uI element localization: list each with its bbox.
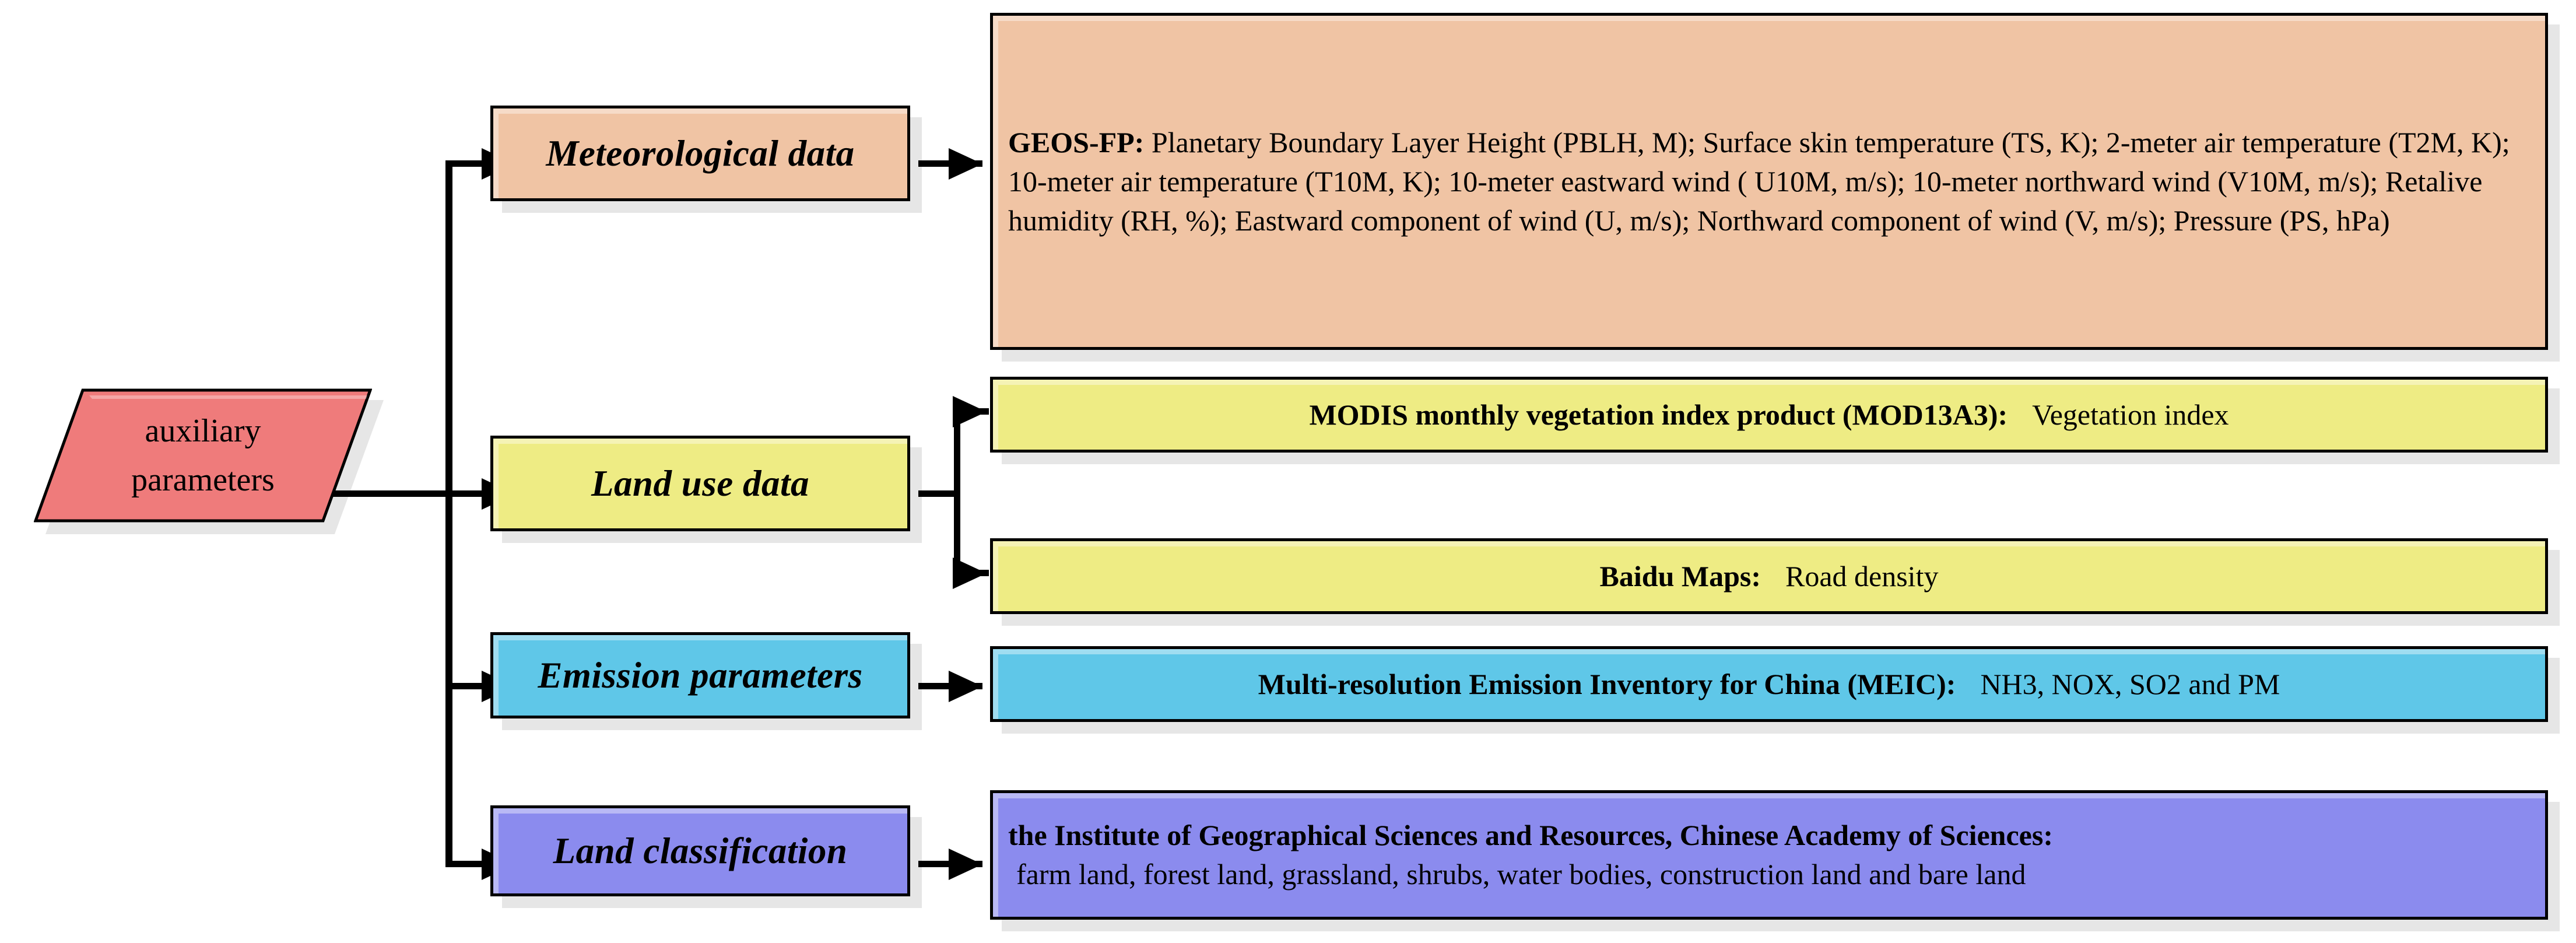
- detail-box-baidu-maps[interactable]: Baidu Maps: Road density: [990, 538, 2548, 614]
- arrowhead-baidu: [953, 558, 987, 589]
- detail-source-geos-fp: GEOS-FP:: [1008, 125, 1145, 159]
- detail-values-meic: NH3, NOX, SO2 and PM: [1980, 667, 2280, 700]
- arrowhead-modis: [953, 396, 987, 427]
- root-node-label: auxiliary parameters: [34, 388, 372, 523]
- parallelogram-shape: [34, 388, 372, 523]
- node-land-use-data[interactable]: Land use data: [490, 436, 910, 531]
- detail-box-meic[interactable]: Multi-resolution Emission Inventory for …: [990, 646, 2548, 722]
- connector-land-use-stub: [918, 490, 959, 497]
- detail-box-meic-text: Multi-resolution Emission Inventory for …: [1008, 665, 2530, 704]
- detail-values-igsnrr: farm land, forest land, grassland, shrub…: [1016, 858, 2026, 891]
- connector-trunk: [445, 160, 452, 867]
- detail-box-igsnrr-text: the Institute of Geographical Sciences a…: [1008, 816, 2530, 894]
- detail-values-baidu-maps: Road density: [1785, 559, 1939, 593]
- node-emission-parameters[interactable]: Emission parameters: [490, 632, 910, 718]
- detail-source-igsnrr: the Institute of Geographical Sciences a…: [1008, 819, 2053, 851]
- detail-source-baidu-maps: Baidu Maps:: [1599, 559, 1761, 593]
- detail-box-geos-fp[interactable]: GEOS-FP: Planetary Boundary Layer Height…: [990, 13, 2548, 350]
- node-land-use-data-label: Land use data: [591, 462, 810, 504]
- node-land-classification-label: Land classification: [553, 830, 848, 871]
- detail-values-geos-fp: Planetary Boundary Layer Height (PBLH, M…: [1008, 125, 2510, 237]
- arrowhead-land-classification-detail: [949, 849, 982, 880]
- detail-source-modis: MODIS monthly vegetation index product (…: [1309, 398, 2008, 431]
- detail-box-igsnrr[interactable]: the Institute of Geographical Sciences a…: [990, 790, 2548, 920]
- detail-source-meic: Multi-resolution Emission Inventory for …: [1258, 667, 1956, 700]
- detail-box-modis[interactable]: MODIS monthly vegetation index product (…: [990, 377, 2548, 453]
- node-meteorological-data-label: Meteorological data: [546, 132, 855, 174]
- root-node-label-line2: parameters: [131, 462, 275, 498]
- node-land-classification[interactable]: Land classification: [490, 805, 910, 896]
- detail-box-baidu-maps-text: Baidu Maps: Road density: [1008, 557, 2530, 596]
- root-node-auxiliary-parameters[interactable]: auxiliary parameters: [34, 388, 372, 523]
- detail-values-modis: Vegetation index: [2032, 398, 2229, 431]
- arrowhead-emission-detail: [949, 671, 982, 702]
- node-emission-parameters-label: Emission parameters: [538, 654, 863, 696]
- root-node-label-line1: auxiliary: [145, 413, 261, 449]
- detail-box-geos-fp-text: GEOS-FP: Planetary Boundary Layer Height…: [1008, 123, 2530, 240]
- node-meteorological-data[interactable]: Meteorological data: [490, 106, 910, 201]
- detail-box-modis-text: MODIS monthly vegetation index product (…: [1008, 395, 2530, 434]
- arrowhead-meteorological-detail: [949, 148, 982, 180]
- connector-root-stem: [327, 490, 452, 497]
- connector-land-use-split: [954, 408, 960, 576]
